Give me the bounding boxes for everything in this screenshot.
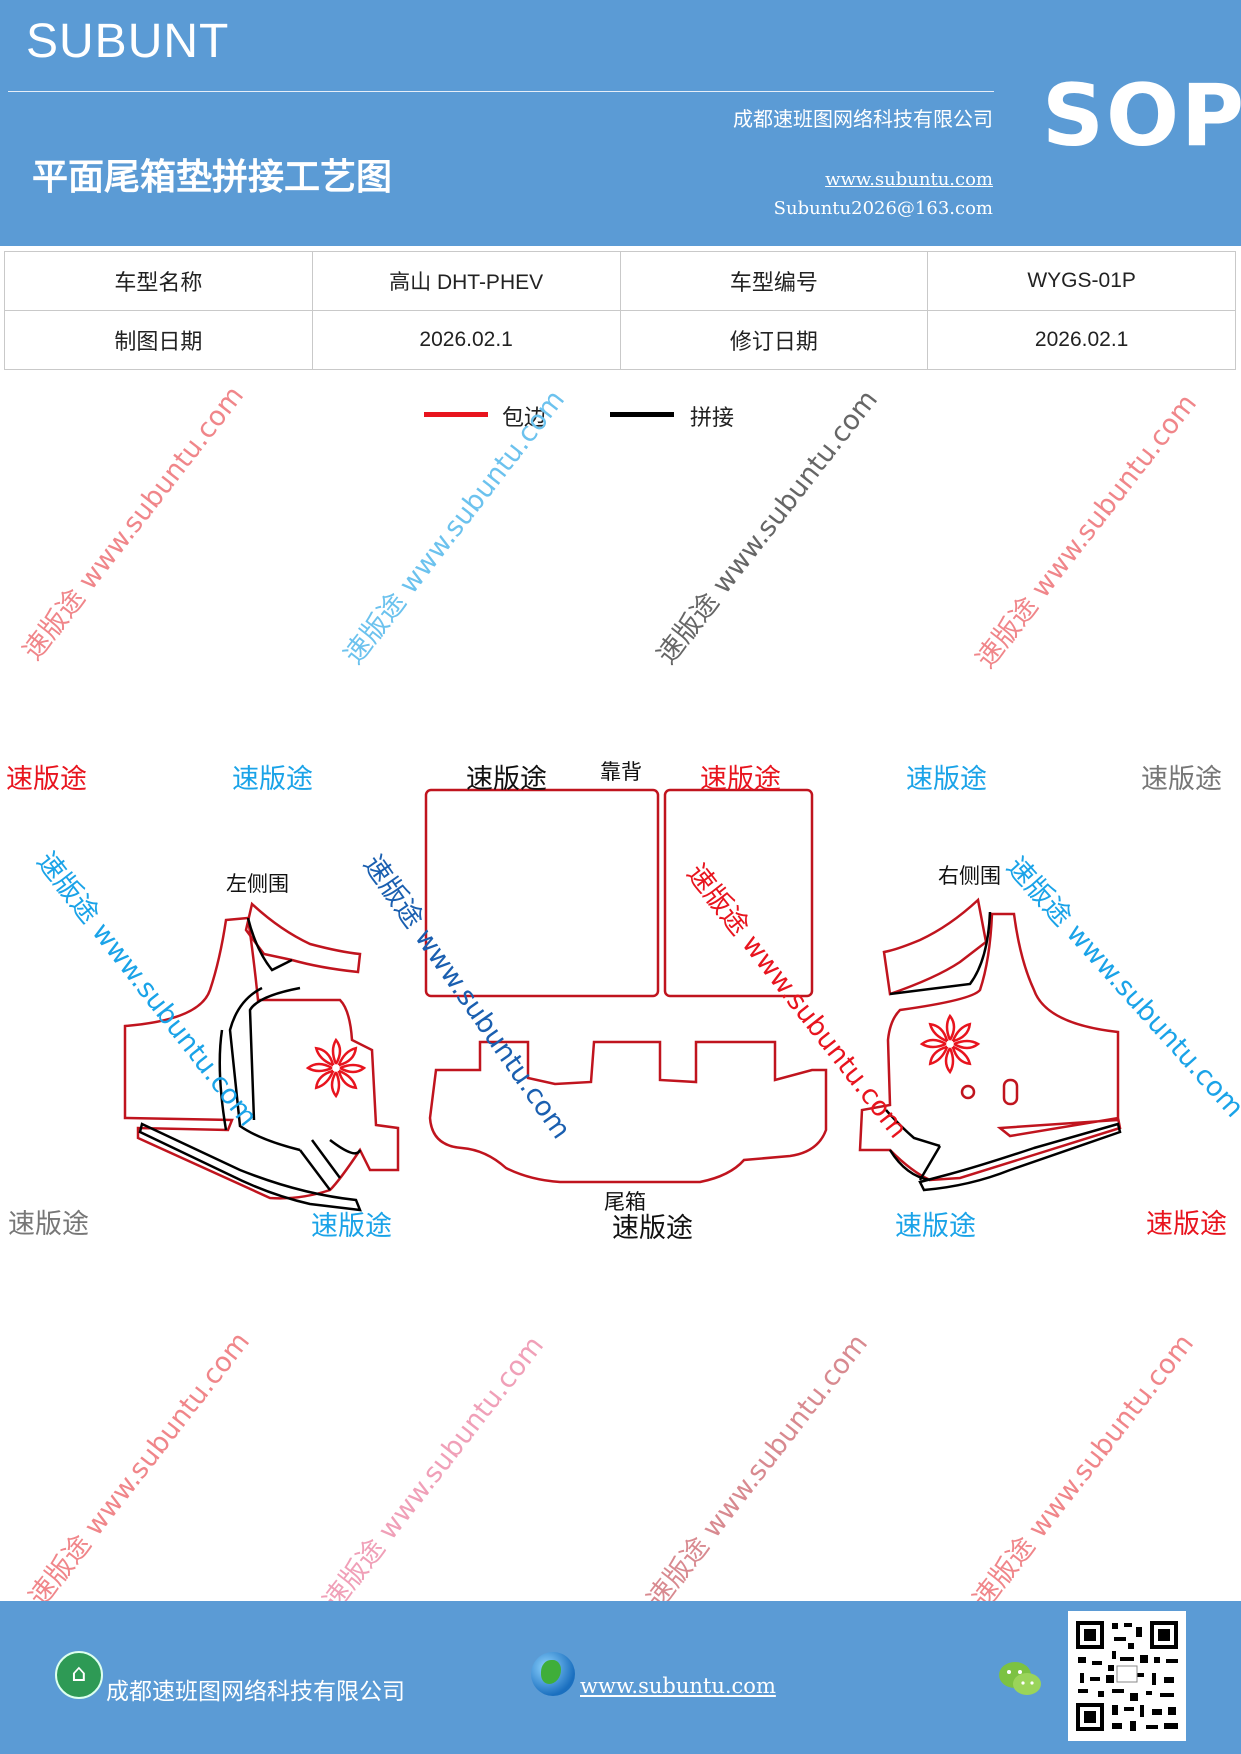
wechat-icon[interactable] (997, 1659, 1043, 1699)
left-side-upper-flap (244, 901, 362, 974)
watermark-brand: 速版途 (6, 764, 87, 795)
watermark-brand: 速版途 (700, 764, 781, 795)
table-cell: 车型名称 (4, 251, 313, 311)
table-cell: 制图日期 (4, 310, 313, 370)
watermark-brand: 速版途 (311, 1211, 392, 1242)
legend-swatch-seam (610, 412, 674, 417)
info-table: 车型名称 高山 DHT-PHEV 车型编号 WYGS-01P 制图日期 2026… (4, 251, 1236, 370)
header-divider (8, 91, 994, 92)
table-cell: 2026.02.1 (927, 310, 1236, 370)
watermark-brand: 速版途 (232, 764, 313, 795)
right-slot-hole (1002, 1078, 1019, 1106)
legend: 包边 拼接 (424, 400, 744, 440)
legend-label-seam: 拼接 (690, 406, 735, 431)
label-right-side: 右侧围 (938, 864, 1001, 888)
website-link[interactable]: www.subuntu.com (825, 169, 993, 190)
header-banner: SUBUNT 平面尾箱垫拼接工艺图 成都速班图网络科技有限公司 www.subu… (0, 0, 1241, 246)
footer-banner: ⌂ 成都速班图网络科技有限公司 www.subuntu.com (0, 1601, 1241, 1754)
footer-website-link[interactable]: www.subuntu.com (580, 1674, 776, 1698)
label-left-side: 左侧围 (226, 872, 289, 896)
right-side-upper-flap (882, 897, 988, 996)
right-side-seam (885, 911, 992, 1182)
label-trunk: 尾箱 (604, 1190, 646, 1214)
watermark-brand: 速版途 (612, 1213, 693, 1244)
table-cell: 2026.02.1 (311, 310, 621, 370)
left-vent-icon (306, 1038, 366, 1098)
backrest-panel-right (663, 788, 814, 998)
watermark-brand: 速版途 (906, 764, 987, 795)
left-side-panel (123, 916, 400, 1200)
watermark-brand: 速版途 (1146, 1209, 1227, 1240)
left-side-bottom-strip (138, 1122, 362, 1212)
footer-company-name: 成都速班图网络科技有限公司 (106, 1679, 405, 1705)
email-address: Subuntu2026@163.com (773, 198, 993, 219)
watermark-brand: 速版途 (895, 1211, 976, 1242)
brand-logo-text: SUBUNT (26, 15, 230, 68)
backrest-panel-left (424, 788, 660, 998)
sop-badge: SOP (1042, 66, 1241, 166)
legend-label-edge: 包边 (502, 406, 547, 431)
table-cell: 修订日期 (619, 310, 929, 370)
company-name: 成都速班图网络科技有限公司 (733, 107, 993, 131)
globe-icon (531, 1652, 575, 1696)
table-cell: 高山 DHT-PHEV (311, 251, 621, 311)
right-vent-icon (920, 1014, 980, 1074)
table-cell: 车型编号 (619, 251, 929, 311)
left-side-seam (218, 917, 362, 1191)
page-title: 平面尾箱垫拼接工艺图 (32, 157, 393, 198)
right-side-bottom-strip (918, 1122, 1122, 1192)
watermark-brand: 速版途 (466, 764, 547, 795)
right-round-hole (960, 1084, 976, 1100)
watermark-brand: 速版途 (8, 1209, 89, 1240)
table-row: 车型名称 高山 DHT-PHEV 车型编号 WYGS-01P (4, 251, 1236, 311)
home-icon: ⌂ (55, 1651, 103, 1699)
label-backrest: 靠背 (600, 760, 642, 784)
trunk-floor-panel (428, 1040, 828, 1184)
legend-swatch-edge (424, 412, 488, 417)
watermark-brand: 速版途 (1141, 764, 1222, 795)
qr-code-icon (1068, 1611, 1186, 1741)
table-cell: WYGS-01P (927, 251, 1236, 311)
table-row: 制图日期 2026.02.1 修订日期 2026.02.1 (4, 310, 1236, 370)
